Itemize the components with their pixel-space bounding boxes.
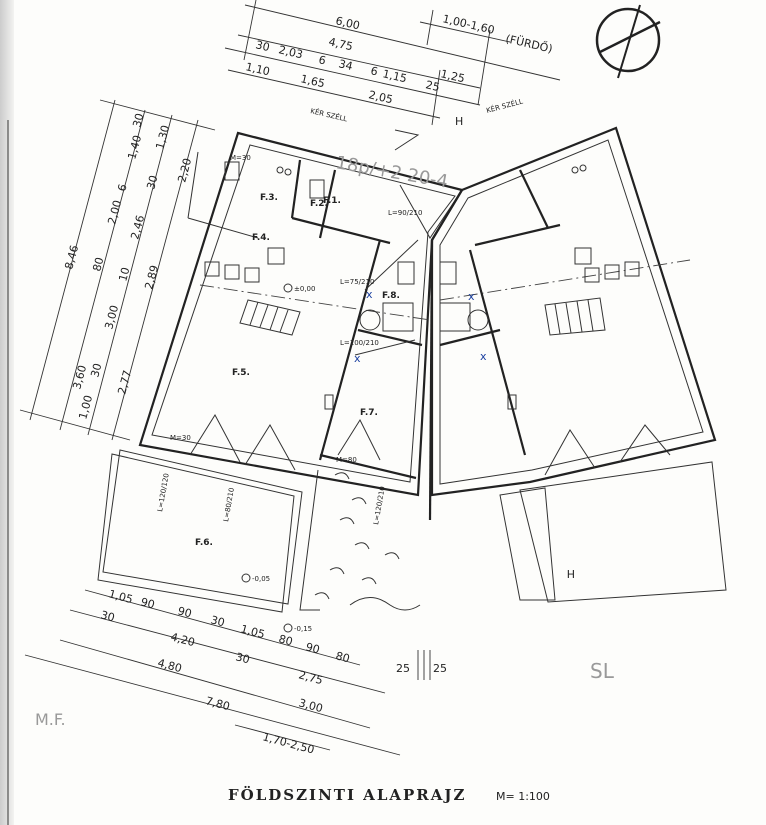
dim-10: 10 — [116, 266, 132, 283]
dim-90b: 90 — [176, 604, 193, 620]
dim-6b: 6 — [369, 64, 379, 78]
window-label: M=80 — [336, 456, 357, 464]
dim-34: 34 — [337, 57, 354, 73]
dim-30g: 30 — [234, 650, 251, 666]
bottom-dimensions: 1,05 90 90 30 1,05 80 90 80 30 4,20 30 2… — [24, 587, 447, 757]
section-mark-top: H — [455, 115, 463, 128]
dim-3-00: 3,00 — [102, 304, 121, 331]
dim-2-00: 2,00 — [105, 199, 124, 226]
dim-1-30: 1,30 — [153, 124, 172, 151]
staircase — [544, 297, 606, 336]
dim-2-46: 2,46 — [128, 214, 147, 241]
dim-30f: 30 — [99, 608, 116, 624]
dim-7-80: 7,80 — [204, 694, 231, 713]
left-unit: x x F.1. F.2. F.3. F.4. F.5. F.6. F.7. F… — [97, 131, 464, 633]
dim-2-20: 2,20 — [175, 157, 194, 184]
pencil-initials-mf: M.F. — [35, 710, 66, 729]
blue-x-mark: x — [480, 350, 487, 363]
door-label: L=75/210 — [340, 278, 374, 286]
dim-30e: 30 — [209, 613, 226, 629]
dim-2-03: 2,03 — [277, 43, 304, 61]
pencil-initials-sl: SL — [590, 659, 615, 683]
terrace-right — [519, 461, 727, 603]
dim-25-left: 25 — [396, 662, 410, 675]
door-label: L=100/210 — [340, 339, 379, 347]
dim-1-40: 1,40 — [125, 134, 144, 161]
pencil-note-top: 18p/+2 20-4 — [334, 152, 449, 192]
dim-2-05: 2,05 — [367, 88, 394, 106]
level-mark: ±0,00 — [294, 285, 315, 293]
dim-2-89: 2,89 — [142, 264, 161, 291]
door-label: L=90/210 — [388, 209, 422, 217]
dim-25-right: 25 — [433, 662, 447, 675]
dim-30: 30 — [254, 38, 271, 54]
door-label: L=80/210 — [222, 487, 236, 522]
dim-3-60: 3,60 — [70, 364, 89, 391]
room-label-f6: F.6. — [195, 538, 213, 548]
dim-25: 25 — [424, 78, 441, 94]
dim-bath-note: (FÜRDŐ) — [504, 31, 554, 55]
dim-1-70-2-50: 1,70-2,50 — [261, 730, 316, 756]
left-unit-walls — [138, 131, 464, 497]
dim-90c: 90 — [304, 640, 321, 656]
dim-1-65: 1,65 — [299, 72, 326, 90]
dim-80: 80 — [90, 256, 106, 273]
dim-1-15: 1,15 — [381, 67, 408, 85]
window-label: M=30 — [230, 154, 251, 162]
blue-x-mark: x — [354, 352, 361, 365]
dim-30d: 30 — [144, 174, 160, 191]
dim-6-00: 6,00 — [334, 14, 361, 32]
scan-edge — [0, 0, 14, 825]
terrace-f6 — [102, 449, 303, 605]
drawing-scale: M= 1:100 — [496, 790, 550, 803]
wall-note-left: KÉR SZÉLL — [310, 106, 349, 123]
dim-4-80: 4,80 — [156, 656, 183, 675]
dim-2-75: 2,75 — [297, 668, 324, 687]
top-dimensions: 6,00 1,00-1,60 (FÜRDŐ) 4,75 1,25 30 2,03… — [224, 0, 561, 126]
room-label-f1: F.1. — [323, 196, 341, 206]
dim-80b: 80 — [277, 632, 294, 648]
dim-1-10: 1,10 — [244, 60, 271, 78]
dim-1-25: 1,25 — [439, 67, 466, 85]
left-dimensions: 8,46 3,60 80 2,00 6 1,40 30 1,00 30 3,00… — [19, 99, 216, 441]
dim-2-77: 2,77 — [115, 369, 134, 396]
dim-6c: 6 — [115, 183, 129, 193]
dim-3-00: 3,00 — [297, 696, 324, 715]
drawing-title: FÖLDSZINTI ALAPRAJZ — [228, 785, 466, 804]
dim-6: 6 — [317, 53, 327, 67]
level-mark: -0,05 — [252, 575, 270, 583]
room-label-f8: F.8. — [382, 291, 400, 301]
window-label: M=30 — [170, 434, 191, 442]
room-label-f5: F.5. — [232, 368, 250, 378]
dim-90: 90 — [139, 595, 156, 611]
dim-1-05b: 1,05 — [239, 622, 266, 641]
right-unit: x x — [430, 126, 727, 603]
dim-1-05: 1,05 — [107, 587, 134, 606]
dim-80c: 80 — [334, 649, 351, 665]
dim-8-46: 8,46 — [62, 244, 81, 271]
door-label: L=120/120 — [156, 473, 171, 513]
blue-x-mark: x — [468, 290, 475, 303]
staircase — [239, 299, 301, 336]
paving-right — [499, 487, 556, 601]
door-label: L=120/210 — [372, 486, 387, 526]
dim-4-75: 4,75 — [327, 35, 354, 53]
wall-note-right: KÉR SZÉLL — [485, 96, 524, 114]
blue-x-mark: x — [366, 288, 373, 301]
room-label-f2: F.2. — [310, 199, 328, 209]
dim-30c: 30 — [88, 362, 104, 379]
dim-1-00: 1,00 — [76, 394, 95, 421]
dim-30b: 30 — [130, 112, 146, 129]
room-label-f3: F.3. — [260, 193, 278, 203]
section-mark-bottom: H — [567, 567, 575, 580]
room-label-f4: F.4. — [252, 233, 270, 243]
level-mark: -0,15 — [294, 625, 312, 633]
right-unit-walls — [430, 126, 717, 497]
dim-4-20: 4,20 — [169, 630, 196, 649]
room-label-f7: F.7. — [360, 408, 378, 418]
north-arrow-icon — [595, 4, 661, 79]
